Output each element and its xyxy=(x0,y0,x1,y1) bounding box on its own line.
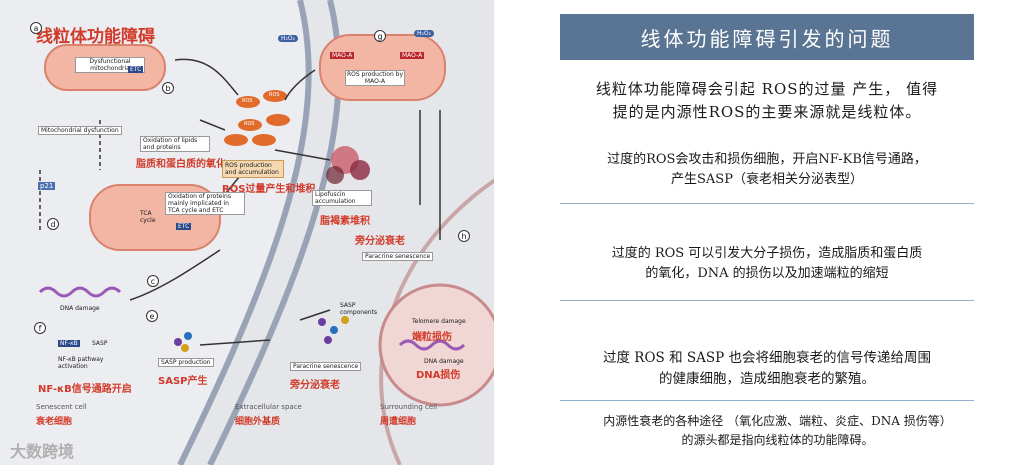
divider-2 xyxy=(560,300,974,301)
paragraph-2-line-1: 过度的ROS会攻击和损伤细胞，开启NF-KB信号通路， xyxy=(607,152,927,167)
label-dna-damage-2: DNA damage xyxy=(424,358,464,365)
label-h2o2-2: H₂O₂ xyxy=(414,30,435,37)
pathway-arrows xyxy=(39,58,441,346)
panel-letter-c: c xyxy=(147,275,159,287)
label-sasp-cn: SASP产生 xyxy=(158,376,208,387)
label-extracellular-cn: 细胞外基质 xyxy=(235,417,281,427)
paragraph-3-line-2: 的氧化，DNA 的损伤以及加速端粒的缩短 xyxy=(645,266,889,282)
label-surrounding: Surrounding cell xyxy=(380,403,438,411)
paragraph-2-line-2: 产生SASP（衰老相关分泌表型） xyxy=(671,172,863,188)
paragraph-1: 线粒体功能障碍会引起 ROS的过量 产生， 值得 提的是内源性ROS的主要来源就… xyxy=(560,78,974,125)
label-surrounding-cn: 周遭细胞 xyxy=(380,417,417,427)
label-ros-2: ROS xyxy=(269,92,280,98)
mitochondrial-dysfunction-figure: 线粒体功能障碍 a b c d e f g h Dysfunctional mi… xyxy=(0,0,494,465)
surrounding-cell-nucleus xyxy=(378,283,494,407)
cell-membrane-left xyxy=(177,0,312,465)
label-h2o2-1: H₂O₂ xyxy=(278,35,299,42)
label-p21: p21 xyxy=(38,182,56,190)
label-paracrine: Paracrine senescence xyxy=(290,362,362,371)
dna-helix-left xyxy=(38,286,122,298)
label-senescent-cell: Senescent cell xyxy=(36,403,87,411)
label-dysfunctional-mito: Dysfunctional mitochondria xyxy=(75,57,145,73)
paragraph-4-line-1: 过度 ROS 和 SASP 也会将细胞衰老的信号传递给周围 xyxy=(603,350,931,366)
label-telomere-cn: 端粒损伤 xyxy=(412,332,452,343)
label-senescent-cn: 衰老细胞 xyxy=(36,417,73,427)
paragraph-3-line-1: 过度的 ROS 可以引发大分子损伤，造成脂质和蛋白质 xyxy=(611,246,923,261)
label-mito-dysfunction: Mitochondrial dysfunction xyxy=(38,126,122,135)
label-paracrine-top: Paracrine senescence xyxy=(362,252,434,261)
label-ros-production: ROS production and accumulation xyxy=(222,160,284,178)
label-nfkb-cn: NF-κB信号通路开启 xyxy=(38,384,132,395)
label-etc-top: ETC xyxy=(128,66,144,73)
label-ros-by-mao: ROS production by MAO-A xyxy=(345,70,405,86)
paragraph-5: 内源性衰老的各种途径 （氧化应激、端粒、炎症、DNA 损伤等） 的源头都是指向线… xyxy=(540,412,1015,449)
sasp-particles xyxy=(174,316,349,352)
label-lipofuscin: Lipofuscin accumulation xyxy=(312,190,372,206)
ros-cluster xyxy=(224,90,290,146)
paragraph-2: 过度的ROS会攻击和损伤细胞，开启NF-KB信号通路， 产生SASP（衰老相关分… xyxy=(560,150,974,190)
mao-a-mitochondrion xyxy=(319,34,446,101)
paragraph-4-line-2: 的健康细胞，造成细胞衰老的繁殖。 xyxy=(659,370,875,387)
label-extracellular: Extracellular space xyxy=(235,403,302,411)
label-nfkb: NF-κB xyxy=(58,340,80,347)
label-oxidation-lipids: Oxidation of lipids and proteins xyxy=(140,136,210,152)
section-title: 线体功能障碍引发的问题 xyxy=(560,14,974,60)
label-ros-3: ROS xyxy=(244,121,255,127)
paragraph-3: 过度的 ROS 可以引发大分子损伤，造成脂质和蛋白质 的氧化，DNA 的损伤以及… xyxy=(560,244,974,284)
panel-letter-d: d xyxy=(47,218,59,230)
label-paracrine-cn-top: 旁分泌衰老 xyxy=(355,236,405,247)
label-ros-cn: ROS过量产生和堆积 xyxy=(222,184,316,195)
label-sasp-production: SASP production xyxy=(158,358,214,367)
label-mao-a-2: MAO-A xyxy=(400,52,425,59)
figure-main-title: 线粒体功能障碍 xyxy=(36,27,155,47)
label-nfkb-activation: NF-κB pathway activation xyxy=(58,356,104,370)
watermark: 大数跨境 xyxy=(10,442,75,461)
panel-letter-a: a xyxy=(30,22,42,34)
panel-letter-e: e xyxy=(146,310,158,322)
label-sasp: SASP xyxy=(92,340,108,347)
label-mao-a-1: MAO-A xyxy=(330,52,355,59)
label-dna-damage: DNA damage xyxy=(60,305,100,312)
paragraph-1-line-2: 提的是内源性ROS的主要来源就是线粒体。 xyxy=(612,103,922,122)
label-paracrine-cn: 旁分泌衰老 xyxy=(290,380,340,391)
label-ros-1: ROS xyxy=(242,98,253,104)
label-lipofuscin-cn: 脂褐素堆积 xyxy=(320,216,370,227)
label-tca-cycle: TCA cycle xyxy=(140,210,156,224)
divider-1 xyxy=(560,203,974,204)
panel-letter-h: h xyxy=(458,230,470,242)
label-dna-damage-cn: DNA损伤 xyxy=(416,370,461,381)
paragraph-1-line-1: 线粒体功能障碍会引起 ROS的过量 产生， 值得 xyxy=(595,80,939,98)
text-panel: 线体功能障碍引发的问题 线粒体功能障碍会引起 ROS的过量 产生， 值得 提的是… xyxy=(540,0,1015,465)
dna-helix-right xyxy=(398,339,466,351)
label-sasp-components: SASP components xyxy=(340,302,378,316)
label-lipid-protein-cn: 脂质和蛋白质的氧化 xyxy=(136,159,226,170)
divider-3 xyxy=(560,400,974,401)
paragraph-4: 过度 ROS 和 SASP 也会将细胞衰老的信号传递给周围 的健康细胞，造成细胞… xyxy=(560,348,974,390)
label-telomere-damage: Telomere damage xyxy=(412,318,466,325)
panel-letter-f: f xyxy=(34,322,46,334)
panel-letter-b: b xyxy=(162,82,174,94)
paragraph-5-line-2: 的源头都是指向线粒体的功能障碍。 xyxy=(681,432,874,447)
label-oxidation-tca: Oxidation of proteins mainly implicated … xyxy=(165,192,245,215)
label-etc-bottom: ETC xyxy=(176,223,192,230)
paragraph-5-line-1: 内源性衰老的各种途径 （氧化应激、端粒、炎症、DNA 损伤等） xyxy=(603,414,952,428)
lipofuscin-granules xyxy=(326,146,370,184)
panel-letter-g: g xyxy=(374,30,386,42)
